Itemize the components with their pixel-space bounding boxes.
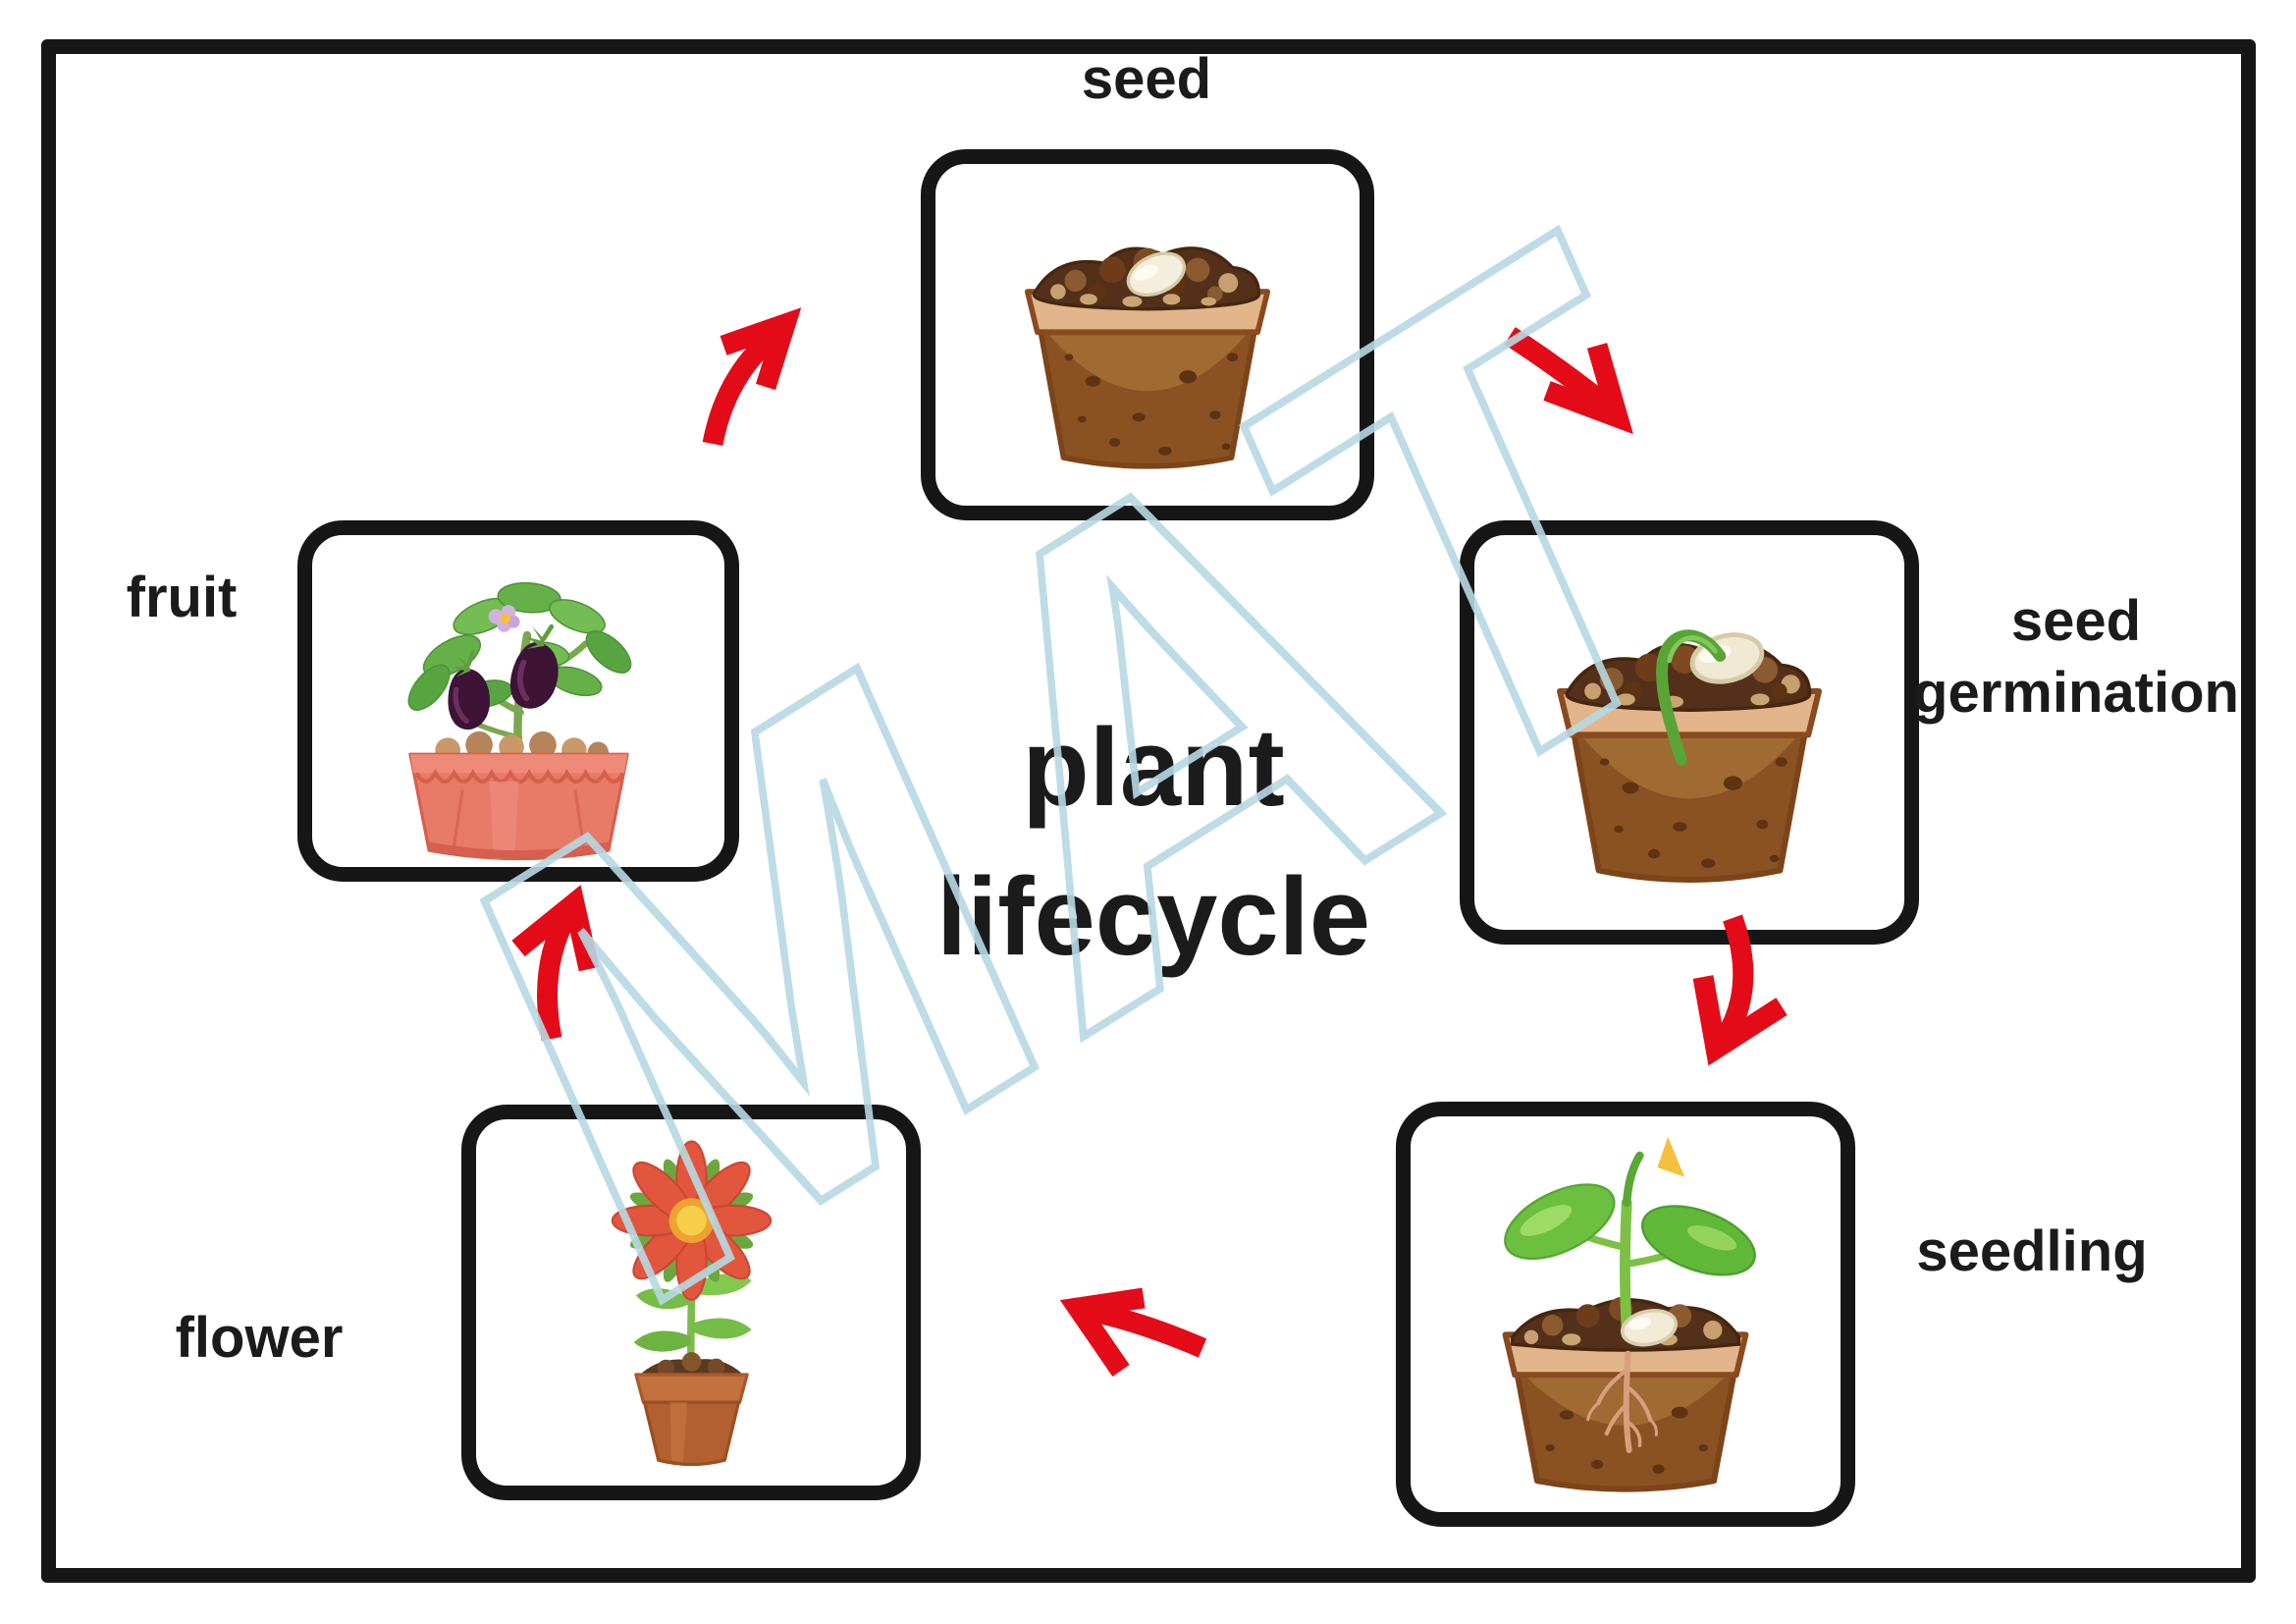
eggplant-flower [488,605,520,632]
flower-pot-illustration [611,1139,772,1466]
seed-card [921,149,1374,520]
diagram-title-line2: lifecycle [935,855,1371,979]
label-flower: flower [175,1306,344,1370]
seed-germination-pot-illustration [1557,629,1822,883]
yellow-triangle-decoration [1657,1136,1684,1177]
seed-pot-illustration [1024,245,1271,469]
flower-card [461,1105,921,1500]
label-seed-germination-line2: germination [1913,661,2239,726]
label-seed-germination-line1: seed [2010,589,2142,653]
seedling-card [1396,1102,1855,1527]
diagram-title: plant lifecycle [859,693,1448,993]
label-seed-germination: seed germination [1899,585,2253,729]
seed-germination-card [1460,520,1919,945]
label-seed: seed [1081,47,1212,111]
label-fruit: fruit [126,566,238,629]
diagram-title-line1: plant [1022,706,1285,829]
label-seedling: seedling [1916,1219,2148,1283]
seedling-pot-illustration [1502,1136,1756,1492]
fruit-plant-illustration [407,581,631,861]
fruit-card [297,520,739,882]
poster-border-frame [41,39,2256,1583]
